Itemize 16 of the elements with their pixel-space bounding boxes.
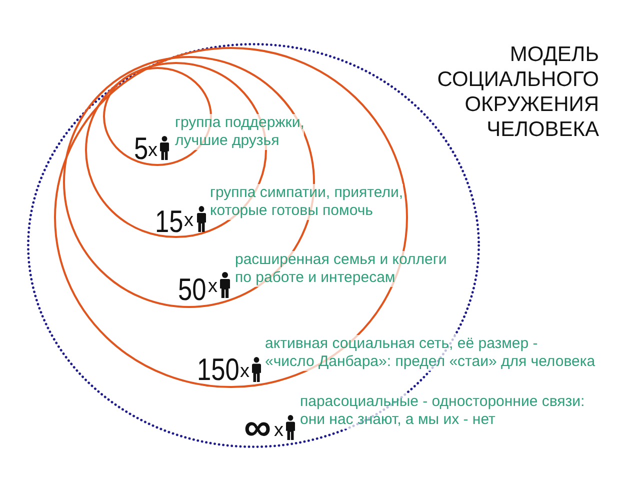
group-size: ∞: [244, 409, 272, 447]
group-size: 150: [197, 354, 240, 385]
title: МОДЕЛЬ СОЦИАЛЬНОГО ОКРУЖЕНИЯ ЧЕЛОВЕКА: [436, 42, 599, 142]
group-description: расширенная семья и коллеги по работе и интересам: [235, 251, 447, 287]
group-size: 50: [178, 274, 206, 305]
multiplication-sign: x: [148, 141, 158, 160]
group-description: группа симпатии, приятели, которые готовы помочь: [210, 184, 404, 220]
multiplication-sign: x: [274, 421, 284, 440]
group-size: 5: [134, 133, 148, 164]
group-description: группа поддержки, лучшие друзья: [175, 114, 304, 150]
group-description: активная социальная сеть, её размер - «число Данбара»: предел «стаи» для человека: [265, 335, 596, 371]
group-size: 15: [155, 206, 184, 237]
multiplication-sign: x: [240, 362, 250, 381]
multiplication-sign: x: [184, 211, 194, 230]
multiplication-sign: x: [208, 277, 218, 296]
group-description: парасоциальные - односторонние связи: они нас знают, а мы их - нет: [300, 393, 585, 429]
